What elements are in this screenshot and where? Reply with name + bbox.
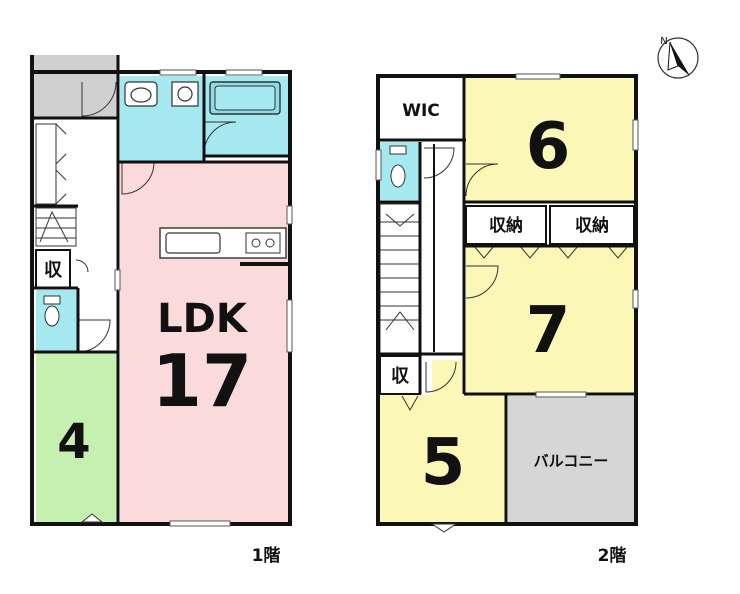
floor2-caption: 2階 (598, 546, 627, 566)
wic-room (380, 78, 464, 140)
floor2-plan: WIC 収納 収納 収 (375, 73, 639, 566)
compass-north-label: N (660, 36, 667, 47)
storage-label-1f: 収 (44, 260, 63, 281)
closet-1 (465, 205, 547, 245)
room6-size: 6 (526, 110, 571, 184)
room7-size: 7 (526, 294, 571, 368)
compass-icon: N (657, 36, 699, 79)
washer-icon (171, 81, 199, 107)
room-7 (466, 246, 634, 394)
toilet-icon (43, 295, 61, 327)
balcony-label: バルコニー (534, 452, 609, 470)
storage-1f (35, 249, 71, 289)
ldk-label: LDK (157, 296, 249, 342)
closet-2 (549, 205, 635, 245)
sink-icon (165, 232, 221, 254)
ldk-size: 17 (152, 339, 252, 423)
staircase-2f (379, 203, 421, 355)
staircase-1f (35, 207, 77, 247)
storage-label-2f: 収 (391, 366, 410, 387)
ldk-room (120, 162, 288, 522)
floor1-plan: 収 (30, 55, 293, 566)
closet1-label: 収納 (489, 215, 523, 236)
room4-size: 4 (57, 414, 90, 470)
wic-label: WIC (402, 101, 440, 121)
porch-area (32, 55, 118, 120)
stove-icon (245, 232, 281, 254)
balcony (508, 396, 634, 522)
room-6 (466, 78, 634, 202)
closet2-label: 収納 (575, 215, 609, 236)
floor1-caption: 1階 (252, 546, 281, 566)
room5-size: 5 (421, 426, 466, 500)
doors-2f (423, 147, 499, 393)
room-4 (36, 352, 118, 522)
toilet-icon-2f (389, 145, 407, 188)
